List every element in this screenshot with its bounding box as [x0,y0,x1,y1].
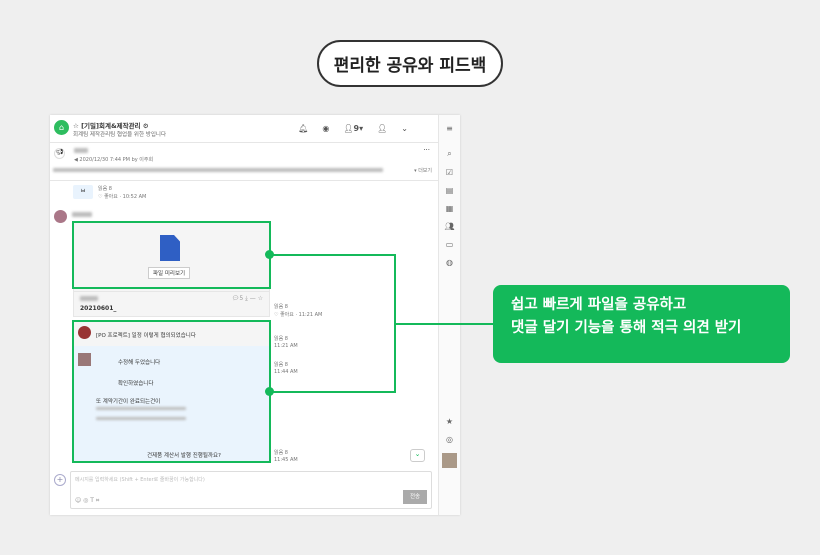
callout-line-2: 댓글 달기 기능을 통해 적극 의견 받기 [511,320,742,336]
send-button[interactable]: 전송 [403,490,427,504]
connector-dot [265,387,274,396]
feature-callout: 쉽고 빠르게 파일을 공유하고 댓글 달기 기능을 통해 적극 의견 받기 [493,285,790,363]
mention-icon[interactable]: ◎ [446,435,453,444]
format-toolbar[interactable]: ☺ ◎ T ⌗ [75,497,100,504]
notice-more-link[interactable]: ▾ 더보기 [414,168,432,174]
right-sidebar: ≡ ⌕ ☑ ▤ ▦ 👥︎ ▭ ◍ ★ ◎ [438,115,460,515]
chevron-down-icon[interactable]: ⌄ [401,124,408,133]
comment-text: [PO 프로젝트] 일정 이렇게 협의되었습니다 [96,333,196,339]
notice-meta: ◀ 2020/12/30 7:44 PM by 이주희 [74,157,154,163]
read-count: 읽음 8 [274,450,288,456]
read-count: 읽음 8 [98,186,112,192]
bell-icon[interactable]: 🔔︎ [298,124,309,133]
megaphone-icon: 📢︎ [54,148,65,159]
highlight-file [72,221,271,289]
task-icon[interactable]: ☑ [445,168,454,177]
member-count: 9 [353,124,360,133]
time: 11:21 AM [274,343,298,349]
input-placeholder: 메시지를 입력하세요 (Shift + Enter로 줄바꿈이 가능합니다) [75,477,205,483]
notice-banner[interactable]: 📢︎ ◀ 2020/12/30 7:44 PM by 이주희 ··· ▾ 더보기 [50,143,438,181]
like-time[interactable]: ♡ 좋아요 · 10:52 AM [98,194,147,200]
room-logo-icon: ⌂ [54,120,69,135]
comment-thread: [PO 프로젝트] 일정 이렇게 협의되었습니다 수정해 두었습니다 확인하였습… [73,321,270,462]
comment-text: 수정해 두었습니다 [118,360,161,366]
more-options-icon[interactable]: ··· [423,146,430,154]
room-title: ☆ [기밀]회계&제작관리 ⚙ [73,122,149,130]
headline: 편리한 공유와 피드백 [317,40,503,87]
room-header: ⌂ ☆ [기밀]회계&제작관리 ⚙ 회계팀 제작관리팀 협업을 위한 방입니다 … [50,115,438,143]
avatar[interactable] [442,453,457,468]
file-preview-button[interactable]: 파일 미리보기 [148,267,191,279]
time: 11:44 AM [274,369,298,375]
read-count: 읽음 8 [274,304,288,310]
eye-icon[interactable]: ◉ [322,124,330,133]
emoji-message: ㅂ [73,185,93,199]
file-name: 20210601_ [80,305,117,312]
comment-text: 건제품 계산서 발행 진행될까요? [147,453,221,459]
callout-line-1: 쉽고 빠르게 파일을 공유하고 [511,297,687,313]
connector-dot [265,250,274,259]
add-attachment-button[interactable]: + [54,474,66,486]
members-button[interactable]: 👤︎9▾ [343,124,364,133]
comment-count: 5 [239,295,244,302]
settings-icon[interactable]: ◍ [446,258,453,267]
members-icon[interactable]: 👥︎ [444,222,455,231]
search-icon[interactable]: ⌕ [447,149,452,158]
file-icon[interactable]: ▤ [445,186,454,195]
inbox-icon[interactable]: ▭ [445,240,454,249]
comment-text: 확인하였습니다 [118,381,154,387]
highlight-comments [72,320,271,463]
comment-text: 또 계약기간이 완료되는건이 [96,399,161,405]
scroll-down-button[interactable]: ⌄ [410,449,425,462]
like-time[interactable]: ♡ 좋아요 · 11:21 AM [274,312,323,318]
calendar-icon[interactable]: ▦ [445,204,454,213]
read-count: 읽음 8 [274,362,288,368]
time: 11:45 AM [274,457,298,463]
document-icon [160,235,180,261]
room-description: 회계팀 제작관리팀 협업을 위한 방입니다 [73,132,167,138]
message-input[interactable]: 메시지를 입력하세요 (Shift + Enter로 줄바꿈이 가능합니다) ☺… [70,471,432,509]
invite-icon[interactable]: 👤︎ [377,124,388,133]
star-icon[interactable]: ★ [445,417,454,426]
read-count: 읽음 8 [274,336,288,342]
menu-icon[interactable]: ≡ [446,124,453,133]
